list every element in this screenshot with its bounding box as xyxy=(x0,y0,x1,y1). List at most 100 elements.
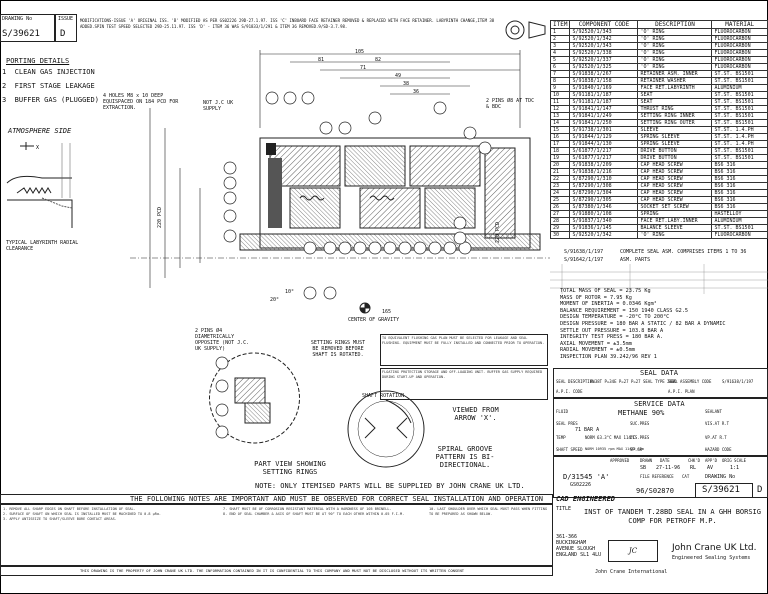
item-cell: 3 xyxy=(549,42,571,50)
item-cell: 5 xyxy=(549,56,571,64)
spec-line: BALANCE REQUIREMENT = 150 1940 CLASS G2.… xyxy=(560,307,689,314)
projection-symbol xyxy=(505,20,546,40)
item-cell: 13 xyxy=(549,112,571,120)
date-value: 27-11-96 xyxy=(656,465,681,471)
code-cell: S/87290/1/305 xyxy=(569,196,639,204)
description-cell: FACE RET.LABYRINTH xyxy=(637,84,713,92)
description-cell: 'O' RING xyxy=(637,35,713,43)
drawing-no-label: DRAWING No xyxy=(2,16,33,22)
code-cell: S/61877/1/217 xyxy=(569,154,639,162)
parts-table-blank-rows xyxy=(550,264,768,294)
porting-label: FIRST STAGE LEAKAGE xyxy=(14,82,95,90)
material-cell: ST.ST. BS1501 xyxy=(711,98,768,106)
vp-label: VP.AT R.T xyxy=(705,435,727,440)
temp-label: TEMP xyxy=(556,435,566,440)
dim-105: 105 xyxy=(355,49,365,55)
scale-value: 1:1 xyxy=(730,465,740,471)
material-cell: ST.ST. BS1501 xyxy=(711,91,768,99)
spec-line: SETTLE OUT PRESSURE = 103.8 BAR A xyxy=(560,327,664,334)
company-name: John Crane UK Ltd. xyxy=(672,543,757,553)
code-cell: S/91838/1/216 xyxy=(569,168,639,176)
description-cell: 'O' RING xyxy=(637,231,713,239)
shaft-rotation-label: SHAFT ROTATION xyxy=(362,393,405,399)
appd-label: APP'D xyxy=(705,458,718,463)
company-address: 361-366 BUCKINGHAM AVENUE SLOUGH ENGLAND… xyxy=(556,534,602,558)
description-cell: 'O' RING xyxy=(637,49,713,57)
dim-71: 71 xyxy=(360,65,367,71)
description-cell: CAP HEAD SCREW xyxy=(637,168,713,176)
material-cell: HASTELLOY xyxy=(711,210,768,218)
description-cell: SEAT xyxy=(637,98,713,106)
item-cell: 6 xyxy=(549,63,571,71)
sp-gr-label: SP.GR xyxy=(630,447,643,452)
col-material: MATERIAL xyxy=(711,20,768,29)
spec-line: AXIAL MOVEMENT = ±3.5mm xyxy=(560,340,632,347)
date-label: DATE xyxy=(660,458,670,463)
seal-description: P=38T P=34E P=27 P=27 SEAL TYPE 28BD xyxy=(590,379,677,384)
material-cell: FLUOROCARBON xyxy=(711,49,768,57)
asm-parts-label: ASM. PARTS xyxy=(620,257,651,263)
code-cell: S/91837/1/340 xyxy=(569,217,639,225)
item-cell: 12 xyxy=(549,105,571,113)
item-cell: 16 xyxy=(549,133,571,141)
svg-text:X: X xyxy=(36,145,39,151)
col-code: COMPONENT CODE xyxy=(569,20,639,29)
code-cell: S/92520/1/337 xyxy=(569,56,639,64)
spec-line: DESIGN PRESSURE = 180 BAR A STATIC / 82 … xyxy=(560,320,726,327)
approved-label: APPROVED xyxy=(610,458,630,463)
col-item: ITEM xyxy=(549,20,571,29)
description-cell: 'O' RING xyxy=(637,63,713,71)
item-cell: 4 xyxy=(549,49,571,57)
spec-line: MOMENT OF INERTIA = 0.0346 Kgm² xyxy=(560,301,657,308)
code-cell: S/91844/1/129 xyxy=(569,133,639,141)
note-not-jc-supply: NOT J.C UK SUPPLY xyxy=(203,100,234,112)
code-cell: S/92520/1/343 xyxy=(569,42,639,50)
material-cell: ST.ST. BS1501 xyxy=(711,224,768,232)
code-cell: S/91838/1/158 xyxy=(569,77,639,85)
item-cell: 20 xyxy=(549,161,571,169)
code-cell: S/92520/1/342 xyxy=(569,35,639,43)
title-drawing-no: S/39621 xyxy=(702,485,740,495)
description-cell: DRIVE BUTTON xyxy=(637,147,713,155)
issue-label: ISSUE xyxy=(58,16,74,22)
description-cell: CAP HEAD SCREW xyxy=(637,196,713,204)
code-cell: S/91841/1/249 xyxy=(569,112,639,120)
sealant-label: SEALANT xyxy=(705,409,722,414)
drawing-no-box xyxy=(0,14,55,42)
seal-assembly-label: SEAL ASSEMBLY CODE xyxy=(668,379,712,384)
description-cell: CAP HEAD SCREW xyxy=(637,161,713,169)
code-cell: S/91836/1/145 xyxy=(569,224,639,232)
material-cell: ST.ST. BS1501 xyxy=(711,147,768,155)
item-cell: 8 xyxy=(549,77,571,85)
copyright-text: THIS DRAWING IS THE PROPERTY OF JOHN CRA… xyxy=(80,568,465,573)
asm-parts-code: S/91642/1/197 xyxy=(564,257,604,263)
code-cell: S/87290/1/304 xyxy=(569,189,639,197)
material-cell: FLUOROCARBON xyxy=(711,63,768,71)
dim-81: 81 xyxy=(318,57,325,63)
description-cell: SPRING xyxy=(637,210,713,218)
part-view-setting-rings xyxy=(209,352,300,444)
pressure-value: 71 BAR A xyxy=(575,427,600,433)
note-pins-opposite: 2 PINS Ø4 DIAMETRICALLY OPPOSITE (NOT J.… xyxy=(195,328,250,352)
material-cell: BS6 316 xyxy=(711,189,768,197)
important-notes-heading: THE FOLLOWING NOTES ARE IMPORTANT AND MU… xyxy=(130,495,544,503)
description-cell: SOCKET SET SCREW xyxy=(637,203,713,211)
item-cell: 1 xyxy=(549,28,571,36)
porting-item-1: 1 CLEAN GAS INJECTION xyxy=(2,69,95,76)
complete-asm-code: S/91638/1/197 xyxy=(564,249,604,255)
pressure-label: SEAL PRES xyxy=(556,421,578,426)
note-supplied-by: NOTE: ONLY ITEMISED PARTS WILL BE SUPPLI… xyxy=(255,482,525,490)
material-cell: FLUOROCARBON xyxy=(711,42,768,50)
item-cell: 7 xyxy=(549,70,571,78)
material-cell: BS6 316 xyxy=(711,168,768,176)
item-cell: 9 xyxy=(549,84,571,92)
